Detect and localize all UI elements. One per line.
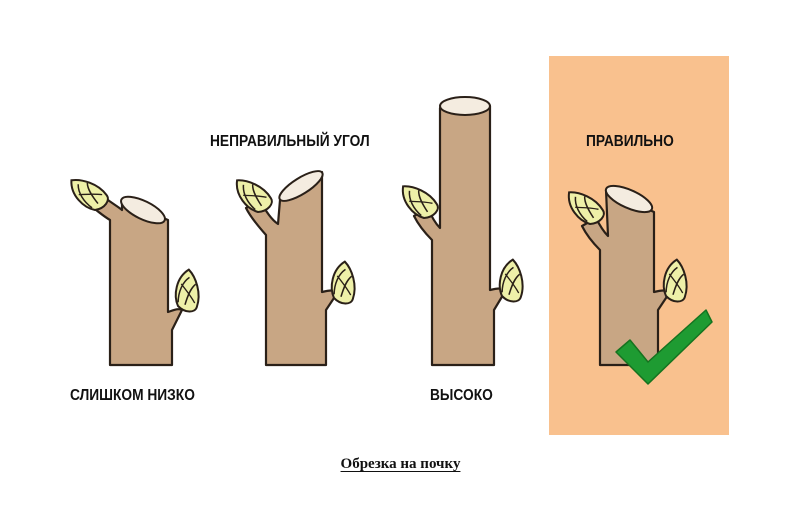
- stem-too-low: [68, 169, 214, 367]
- stem-correct: [566, 184, 702, 367]
- label-too-low: СЛИШКОМ НИЗКО: [70, 387, 195, 404]
- checkmark-icon: [615, 309, 713, 385]
- caption-text: Обрезка на почку: [340, 456, 461, 472]
- label-correct: ПРАВИЛЬНО: [586, 133, 674, 150]
- bud-icon: [400, 178, 441, 224]
- stem-too-high: [400, 96, 538, 367]
- stem-wrong-angle: [234, 170, 370, 367]
- label-too-high: ВЫСОКО: [430, 387, 493, 404]
- bud-icon: [566, 184, 607, 230]
- label-wrong-angle: НЕПРАВИЛЬНЫЙ УГОЛ: [210, 133, 370, 150]
- bud-icon: [234, 172, 275, 218]
- bud-icon: [165, 267, 214, 317]
- caption: Обрезка на почку: [0, 456, 801, 473]
